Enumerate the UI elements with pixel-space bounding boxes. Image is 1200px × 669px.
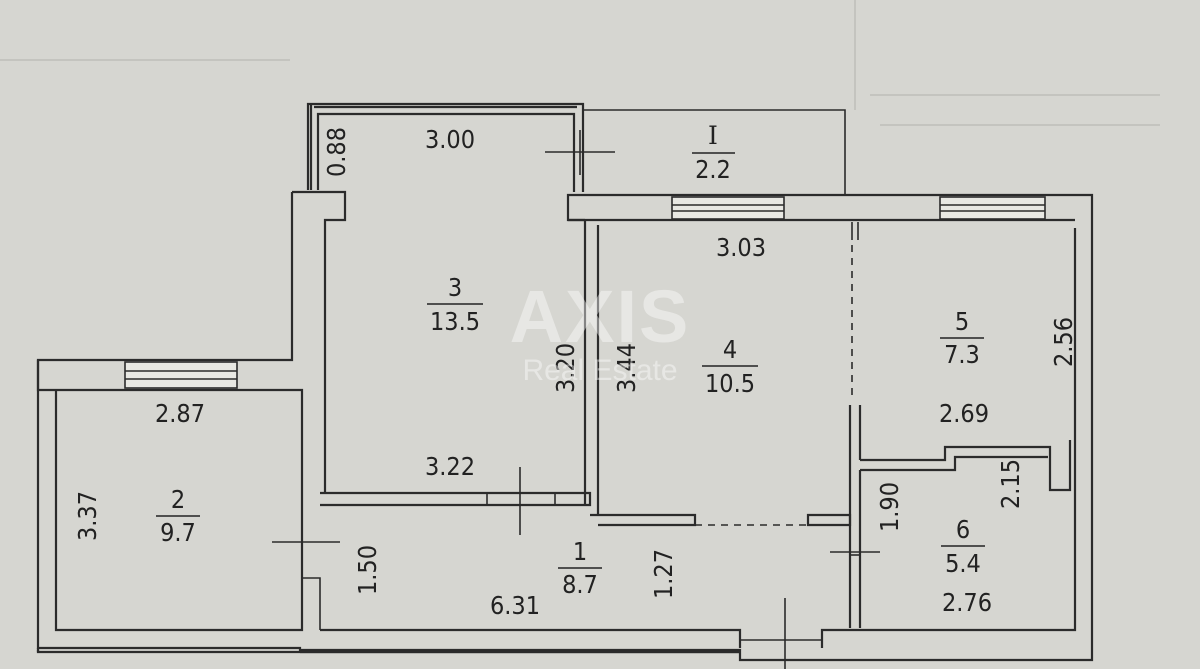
wall-room3-south: [320, 491, 592, 507]
dimension-label: 3.44: [612, 343, 641, 393]
room-4-area: 10.5: [705, 369, 755, 398]
watermark-brand: AXIS: [510, 275, 691, 358]
watermark-tagline: Real Estate: [522, 354, 677, 387]
room-3-number: 3: [448, 273, 462, 302]
wall-room5-west: [848, 405, 862, 628]
background-print-lines: [0, 0, 1160, 126]
room-6-number: 6: [956, 515, 970, 544]
dimension-label: 3.22: [425, 452, 475, 481]
dimension-label: 1.90: [875, 482, 904, 532]
windows: [124, 196, 1046, 389]
room-2-number: 2: [171, 485, 185, 514]
walls: [36, 102, 1094, 662]
room-6-area: 5.4: [945, 549, 981, 578]
watermark: AXIS Real Estate: [510, 275, 691, 387]
door-marks: [272, 130, 880, 669]
wall-room3-north-inner: [316, 112, 576, 192]
dimension-label: 2.87: [155, 399, 205, 428]
dimension-label: 2.76: [942, 588, 992, 617]
room-2-area: 9.7: [160, 518, 196, 547]
room-labels: I 2.2 1 8.7 2 9.7 3 13.5 4 10.5 5 7.3 6 …: [156, 121, 985, 599]
wall-room2-east: [301, 390, 321, 630]
balcony-outline: [583, 109, 846, 194]
wall-room6-north: [860, 440, 1072, 492]
dimension-label: 6.31: [490, 591, 540, 620]
room-3-area: 13.5: [430, 307, 480, 336]
dimension-label: 1.27: [649, 549, 678, 599]
room-balcony-number: I: [708, 121, 718, 150]
dimension-labels: 0.88 3.00 3.03 2.56 3.20 3.44 2.87 2.69 …: [73, 125, 1078, 620]
room-1-area: 8.7: [562, 570, 598, 599]
room-5-area: 7.3: [944, 340, 980, 369]
dimension-label: 2.69: [939, 399, 989, 428]
dimension-label: 3.20: [551, 343, 580, 393]
wall-room4-south: [590, 513, 697, 527]
wall-room3-east: [583, 220, 600, 515]
dimension-label: 0.88: [322, 127, 351, 177]
room-balcony-area: 2.2: [695, 155, 731, 184]
dimension-label: 2.56: [1049, 317, 1078, 367]
wall-exterior-bottom: [36, 650, 740, 654]
room-4-number: 4: [723, 335, 737, 364]
wall-room3-north: [306, 102, 585, 192]
dimension-label: 2.15: [996, 459, 1025, 509]
dimension-label: 3.37: [73, 491, 102, 541]
dimension-label: 3.03: [716, 233, 766, 262]
wall-bottom-inner: [320, 228, 1077, 648]
window-room2: [124, 361, 238, 389]
dimension-label: 1.50: [353, 545, 382, 595]
room-1-number: 1: [573, 537, 587, 566]
wall-room6-north-inner: [860, 455, 1048, 472]
wall-room3-west: [292, 190, 347, 493]
room-5-number: 5: [955, 307, 969, 336]
dimension-label: 3.00: [425, 125, 475, 154]
window-room4: [671, 196, 785, 220]
window-room5: [939, 196, 1046, 220]
